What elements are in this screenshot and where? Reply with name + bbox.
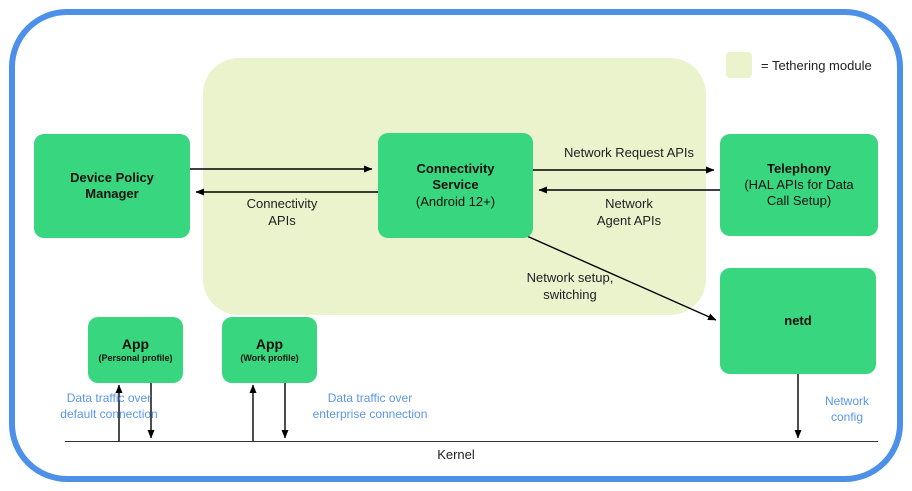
node-subtitle: (HAL APIs for Data [744,176,854,192]
edge-label-network-request-apis: Network Request APIs [563,145,695,160]
edge-label-connectivity-apis: Connectivity APIs [246,196,318,228]
note-network-config: Network config [824,394,869,425]
node-title: Device Policy [70,169,154,185]
edge-label-network-setup-switching: Network setup, switching [526,270,614,302]
legend-label-tethering: = Tethering module [761,57,872,73]
node-telephony[interactable]: Telephony (HAL APIs for Data Call Setup) [720,134,878,236]
node-title: App [255,335,284,352]
node-title-line2: Service [432,177,479,193]
node-app-personal-profile[interactable]: App (Personal profile) [88,317,183,383]
node-subtitle: (Work profile) [240,353,299,364]
edge-label-network-agent-apis: Network Agent APIs [596,196,662,228]
node-subtitle: (Android 12+) [415,193,496,209]
kernel-label: Kernel [437,447,475,462]
node-title: Telephony [766,160,832,176]
device-boundary-frame [9,9,903,482]
note-enterprise-connection: Data traffic over enterprise connection [312,391,428,422]
note-default-connection: Data traffic over default connection [60,391,158,422]
node-title: Connectivity [416,161,495,177]
node-title: netd [784,312,812,328]
node-subtitle-line2: Call Setup) [766,193,832,209]
legend-swatch-tethering [726,52,752,78]
node-connectivity-service[interactable]: Connectivity Service (Android 12+) [378,133,533,238]
legend: = Tethering module [726,52,872,78]
kernel-baseline [65,441,878,442]
node-subtitle: (Personal profile) [98,353,173,364]
node-netd[interactable]: netd [720,268,876,374]
node-title: App [121,335,150,352]
node-app-work-profile[interactable]: App (Work profile) [222,317,317,383]
node-title-line2: Manager [85,186,139,201]
node-device-policy-manager[interactable]: Device Policy Manager [34,134,190,238]
